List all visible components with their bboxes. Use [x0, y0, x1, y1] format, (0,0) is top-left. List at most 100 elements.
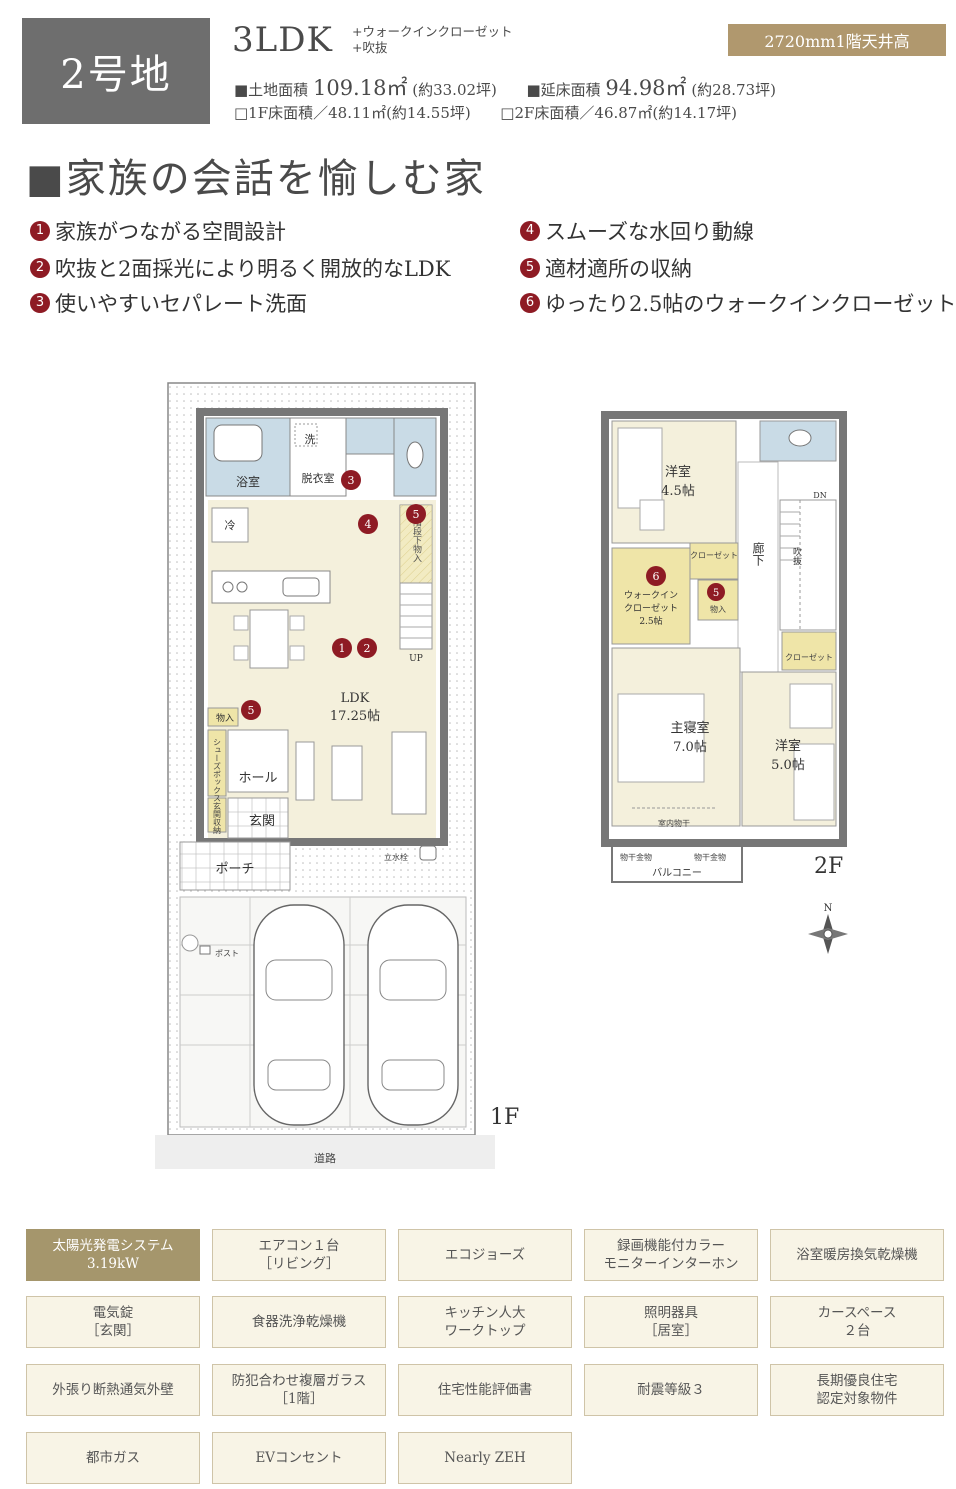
amenity-performance-report: 住宅性能評価書 — [398, 1364, 572, 1416]
washbasin — [345, 417, 395, 455]
amenity-line: キッチン人大 — [444, 1305, 526, 1321]
storage-1f — [207, 707, 239, 727]
entrance — [227, 797, 289, 839]
master-size: 7.0帖 — [673, 740, 707, 755]
first-floor-area: □1F床面積／48.11㎡(約14.55坪) — [234, 104, 471, 122]
amenity-line: カースペース — [817, 1305, 897, 1321]
feature-badge: 5 — [520, 258, 540, 278]
amenity-line: EVコンセント — [255, 1450, 343, 1466]
plan-2f: 洋室 4.5帖 クローゼット 廊下 吹抜 DN ウォークイン クローゼット 2.… — [601, 411, 847, 883]
corridor — [737, 461, 779, 673]
car-right — [367, 904, 459, 1126]
faucet — [419, 845, 437, 861]
shoe-box-label: シューズボックス — [213, 738, 222, 802]
atrium-label: 吹抜 — [791, 546, 802, 566]
washer-space — [294, 423, 318, 447]
area-row-main: ■土地面積 109.18㎡ (約33.02坪) ■延床面積 94.98㎡ (約2… — [234, 72, 776, 102]
feature-text: ゆったり2.5帖のウォークインクローゼット — [545, 292, 956, 316]
feature-6: 6 ゆったり2.5帖のウォークインクローゼット — [520, 288, 956, 318]
amenity-line: 浴室暖房換気乾燥機 — [796, 1247, 918, 1263]
feature-2: 2 吹抜と2面採光により明るく開放的なLDK — [30, 253, 450, 283]
amenity-line: エコジョーズ — [444, 1247, 526, 1263]
amenity-glass: 防犯合わせ複層ガラス ［1階］ — [212, 1364, 386, 1416]
tv-board — [295, 741, 315, 801]
plan-extras: +ウォークインクローゼット +吹抜 — [352, 24, 512, 56]
road — [155, 1135, 495, 1169]
stairs-2f — [779, 499, 837, 631]
land-area-tsubo: (約33.02坪) — [412, 81, 497, 99]
amenity-solar: 太陽光発電システム 3.19kW — [26, 1229, 200, 1281]
land-area-value: 109.18㎡ — [312, 76, 408, 100]
feature-badge: 6 — [520, 293, 540, 313]
floor-area-label: ■延床面積 — [526, 81, 601, 99]
fridge — [211, 507, 249, 543]
walk-in-closet — [611, 547, 691, 645]
amenity-electric-lock: 電気錠 ［玄関］ — [26, 1296, 200, 1348]
feature-text: 家族がつながる空間設計 — [55, 220, 286, 244]
land-area-label: ■土地面積 — [234, 81, 309, 99]
compass-north: N — [824, 903, 833, 914]
indoor-dryer-label: 室内物干 — [658, 818, 690, 828]
closet-a-label: クローゼット — [690, 550, 738, 560]
coffee-table — [331, 745, 363, 801]
compass-icon: N — [808, 903, 848, 954]
amenity-line: 録画機能付カラー — [617, 1238, 725, 1254]
amenity-line: 照明器具 — [644, 1305, 698, 1321]
badge-5a: 5 — [413, 508, 420, 521]
post-label: ポスト — [215, 949, 239, 958]
amenity-line: 防犯合わせ複層ガラス — [231, 1373, 367, 1389]
feature-3: 3 使いやすいセパレート洗面 — [30, 288, 307, 318]
stair-storage-label: 階段下物入 — [411, 517, 422, 562]
plant — [181, 934, 199, 952]
feature-badge: 3 — [30, 293, 50, 313]
amenity-line: ワークトップ — [444, 1323, 526, 1339]
badge-1: 1 — [339, 642, 346, 655]
ceiling-height-badge: 2720mm1階天井高 — [728, 24, 946, 56]
western-b-label: 洋室 — [775, 738, 801, 754]
dn-label: DN — [813, 491, 826, 500]
badge-5b: 5 — [248, 704, 255, 717]
amenity-line: モニターインターホン — [603, 1256, 739, 1272]
shoe-box — [207, 729, 227, 797]
stairs-1f — [399, 582, 433, 650]
faucet-label: 立水栓 — [384, 852, 408, 862]
amenity-city-gas: 都市ガス — [26, 1432, 200, 1484]
closet-a — [689, 542, 739, 580]
amenity-car-space: カースペース ２台 — [770, 1296, 944, 1348]
amenity-line: 3.19kW — [86, 1256, 140, 1272]
desk-a — [639, 499, 665, 531]
amenity-aircon: エアコン１台 ［リビング］ — [212, 1229, 386, 1281]
amenity-line: 耐震等級３ — [637, 1382, 705, 1398]
amenity-dishwasher: 食器洗浄乾燥機 — [212, 1296, 386, 1348]
toilet — [406, 441, 424, 469]
amenity-worktop: キッチン人大 ワークトップ — [398, 1296, 572, 1348]
badge-5c: 5 — [713, 588, 719, 599]
lot-number-badge: 2号地 — [22, 18, 210, 124]
western-a-size: 4.5帖 — [661, 484, 695, 499]
amenity-seismic: 耐震等級３ — [584, 1364, 758, 1416]
mailbox — [199, 945, 211, 955]
amenity-line: 長期優良住宅 — [816, 1373, 898, 1389]
amenity-ev: EVコンセント — [212, 1432, 386, 1484]
porch — [179, 841, 291, 891]
badge-2: 2 — [364, 642, 371, 655]
floor-label-1f: 1F — [490, 1105, 519, 1130]
headline: ■家族の会話を愉しむ家 — [26, 156, 486, 202]
balcony-label: バルコニー — [652, 867, 702, 879]
wic-label-1: ウォークイン — [624, 590, 678, 601]
entrance-label: 玄関 — [249, 814, 275, 829]
ldk-label: LDK — [341, 691, 370, 706]
wash-label: 洗 — [305, 433, 316, 446]
closet-b-label: クローゼット — [785, 652, 833, 662]
plan-type: 3LDK — [232, 20, 333, 60]
wic-label-2: クローゼット — [624, 602, 678, 614]
plan-1f: 道路 — [155, 382, 519, 1169]
feature-text: 使いやすいセパレート洗面 — [55, 292, 307, 316]
feature-5: 5 適材適所の収納 — [520, 253, 692, 283]
road-label: 道路 — [314, 1151, 336, 1165]
amenity-line: 都市ガス — [86, 1450, 140, 1466]
hall-label: ホール — [238, 771, 277, 786]
desk-b — [789, 683, 833, 729]
badge-4: 4 — [365, 518, 372, 531]
plan-extra-atrium: +吹抜 — [352, 40, 388, 55]
